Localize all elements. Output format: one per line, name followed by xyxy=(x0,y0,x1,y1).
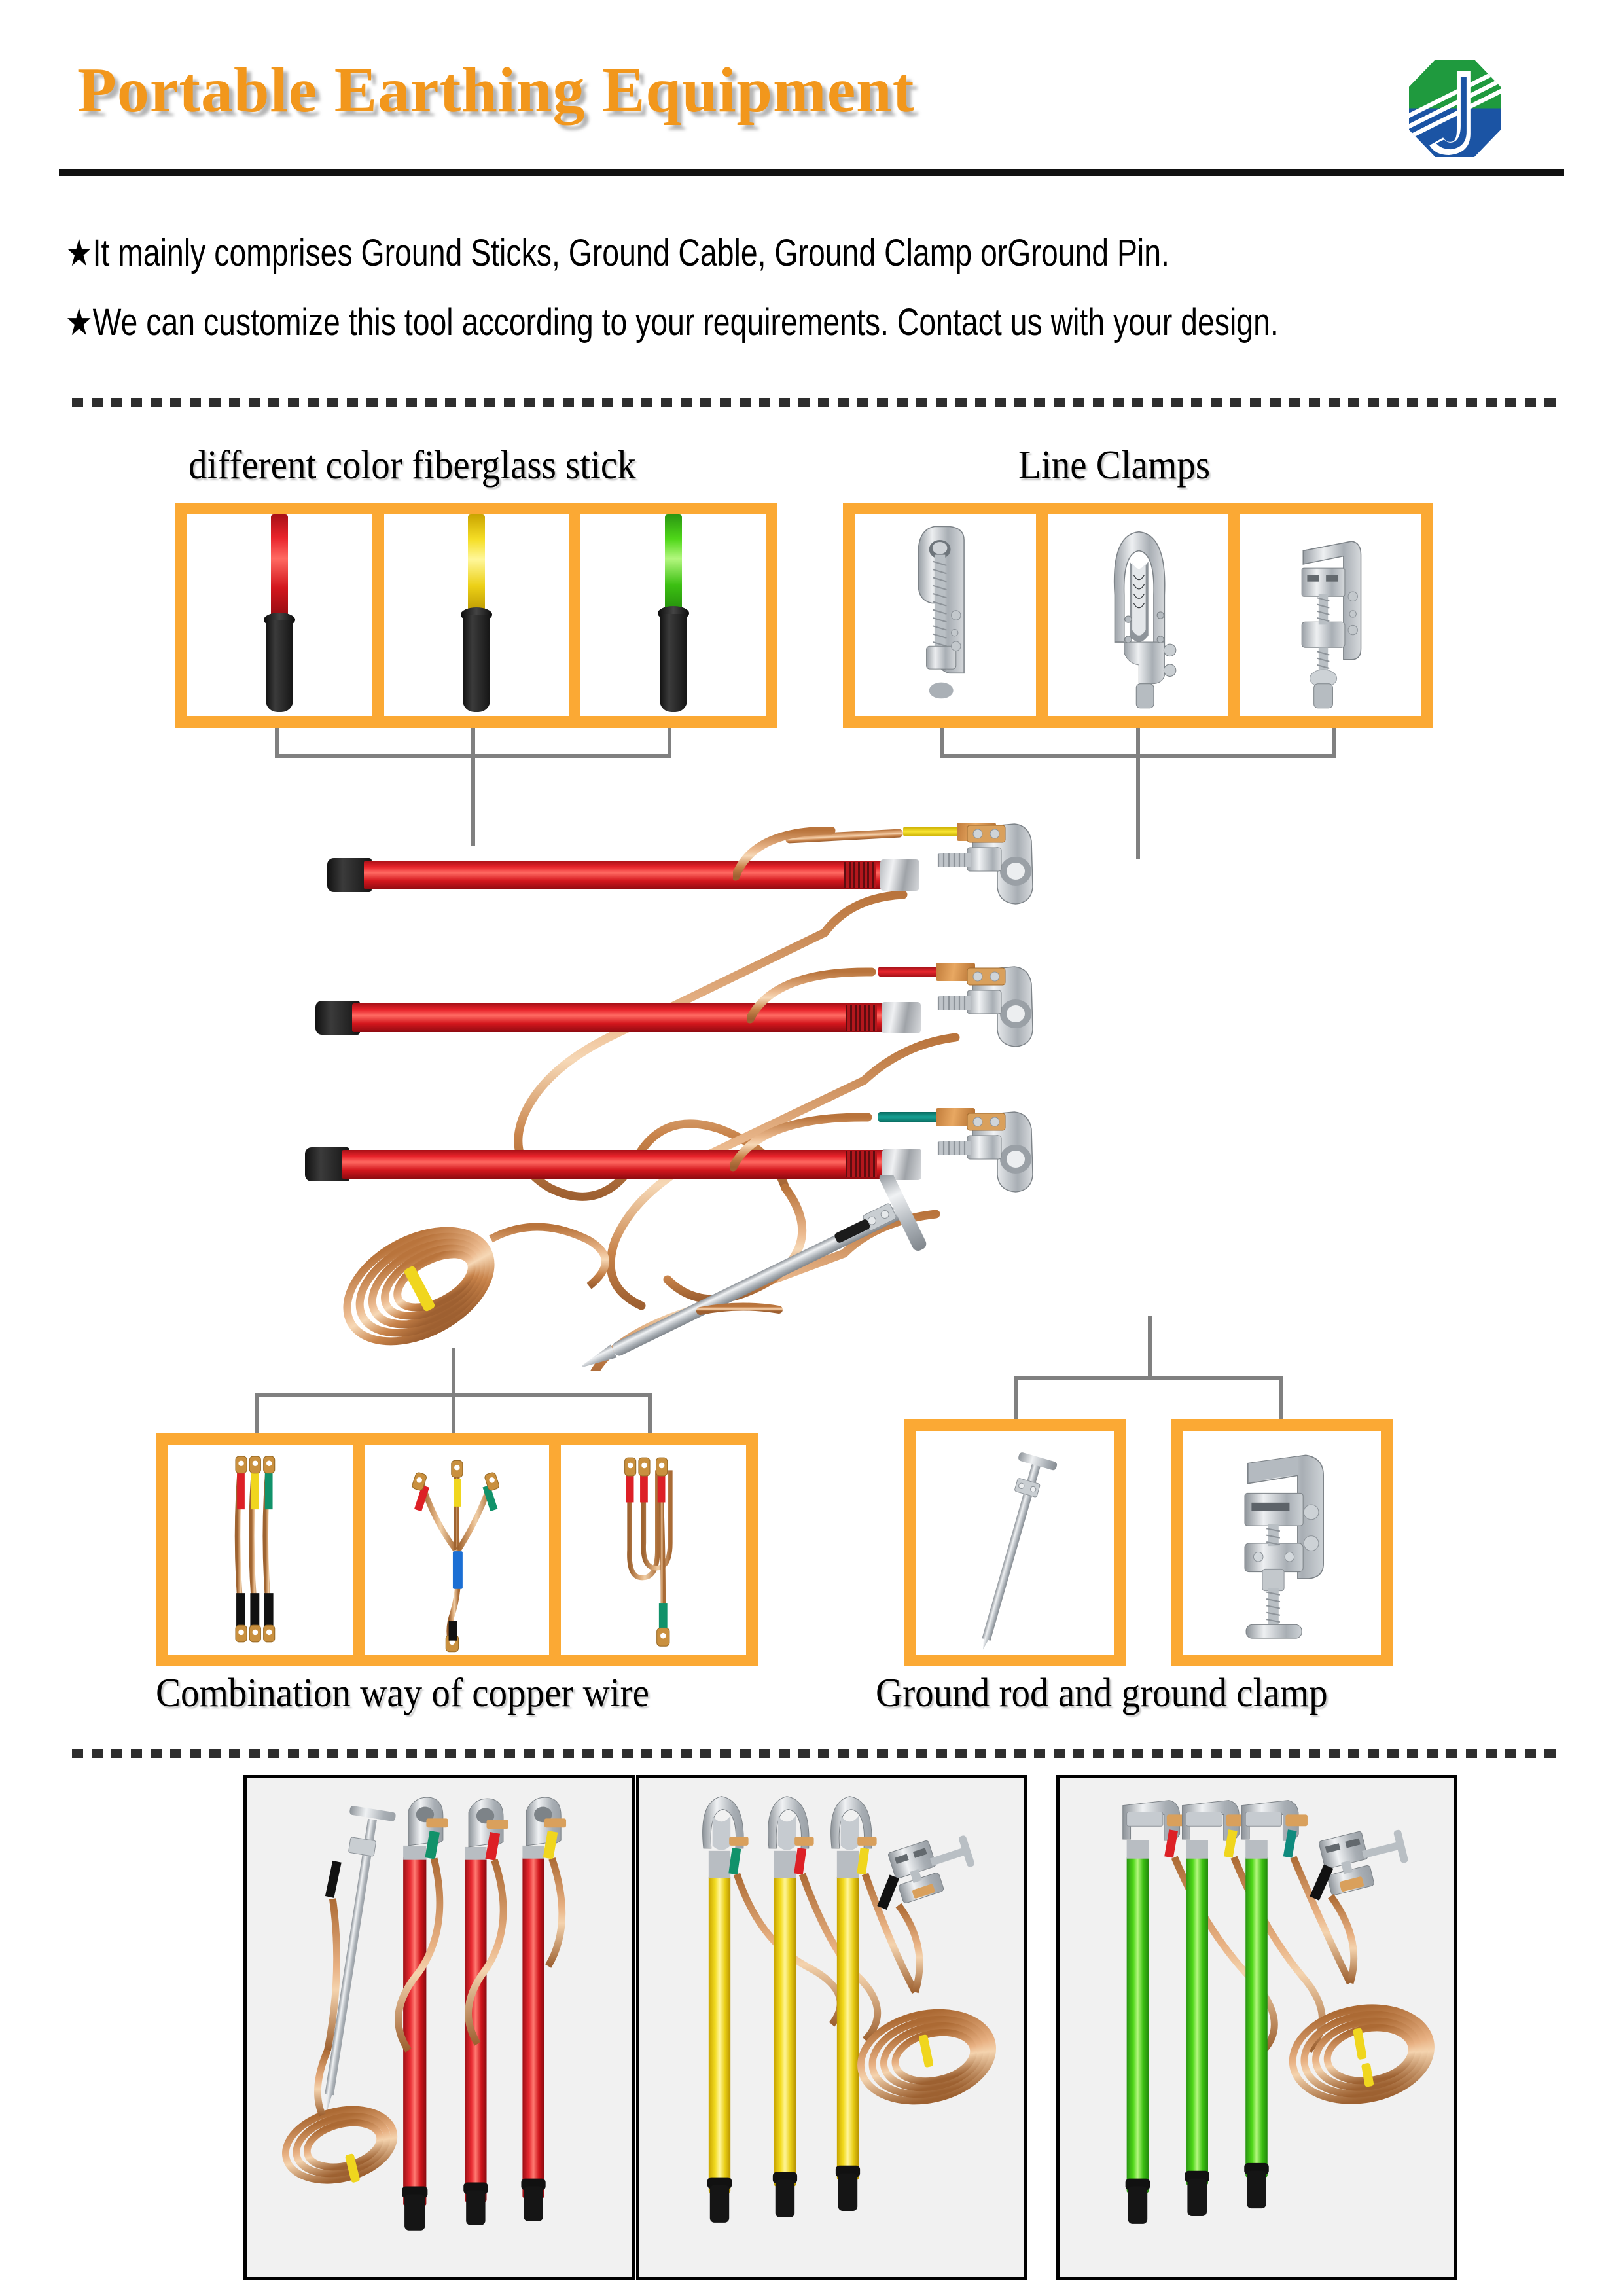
line-clamp-group xyxy=(843,503,1433,728)
company-octagon-logo xyxy=(1406,58,1504,159)
caption-line-clamps: Line Clamps xyxy=(1018,443,1211,488)
caption-ground-rod-clamp: Ground rod and ground clamp xyxy=(876,1671,1328,1715)
connector-bracket-copper xyxy=(156,1348,758,1435)
caption-fiberglass-sticks: different color fiberglass stick xyxy=(188,443,636,488)
dashed-divider-bottom xyxy=(72,1749,1558,1758)
ground-rod-pin xyxy=(916,1431,1114,1655)
branched-y-type-copper-wire xyxy=(364,1445,550,1655)
c-type-ground-clamp xyxy=(1183,1431,1381,1655)
fiberglass-stick-group xyxy=(175,503,777,728)
photo-yellow-stick-set xyxy=(636,1775,1027,2280)
green-fiberglass-stick xyxy=(580,514,766,716)
photo-green-stick-set xyxy=(1056,1775,1457,2280)
ground-clamp-frame xyxy=(1171,1419,1393,1666)
page-title: Portable Earthing Equipment xyxy=(77,55,915,126)
caption-copper-wire: Combination way of copper wire xyxy=(156,1671,649,1715)
intro-bullet-1: ★It mainly comprises Ground Sticks, Grou… xyxy=(65,232,1169,274)
copper-wire-group xyxy=(156,1433,758,1666)
coiled-copper-ground-cable xyxy=(314,1188,641,1388)
connector-bracket-clamps xyxy=(843,728,1433,859)
connector-bracket-sticks xyxy=(175,728,777,846)
dashed-divider-top xyxy=(72,398,1558,407)
red-fiberglass-stick xyxy=(187,514,372,716)
header-divider-rule xyxy=(59,169,1564,176)
duck-bill-line-clamp xyxy=(1047,514,1229,716)
looped-three-to-one-copper-wire xyxy=(561,1445,747,1655)
t-handle-ground-rod xyxy=(578,1170,962,1374)
eye-bolt-line-clamp xyxy=(855,514,1036,716)
earthing-set-assembly-diagram xyxy=(305,821,1296,1374)
photo-red-stick-set xyxy=(243,1775,635,2280)
parallel-three-lead-copper-wire xyxy=(168,1445,353,1655)
intro-bullet-2: ★We can customize this tool according to… xyxy=(65,301,1279,344)
c-type-line-clamp xyxy=(1240,514,1422,716)
ground-rod-frame xyxy=(904,1419,1126,1666)
connector-bracket-ground xyxy=(904,1316,1395,1423)
yellow-fiberglass-stick xyxy=(383,514,569,716)
